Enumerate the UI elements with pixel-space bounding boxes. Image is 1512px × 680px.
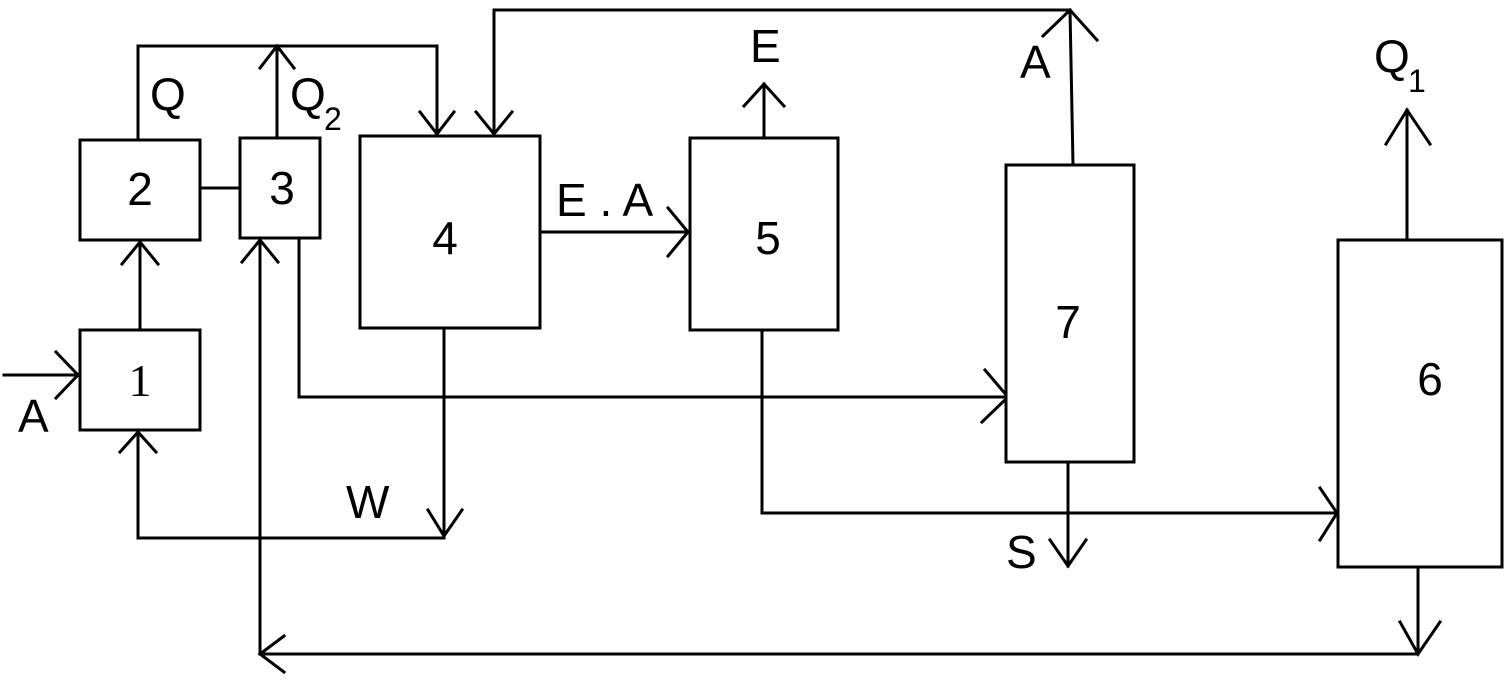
block-6-box [1336, 238, 1504, 569]
arrowhead-into-4-left [417, 109, 457, 137]
block-1-label: 1 [129, 355, 152, 406]
arrowhead-a-top [1040, 7, 1100, 43]
line-5-to-6 [760, 328, 1339, 515]
block-3-label: 3 [269, 162, 295, 214]
arrowhead-into-4-right [473, 109, 515, 137]
label-ea: E . A [556, 174, 653, 226]
arrowhead-1-to-2 [119, 239, 161, 267]
block-7-label: 7 [1055, 296, 1081, 348]
line-a-recycle [492, 8, 1075, 167]
block-6: 6 [1336, 238, 1504, 569]
label-s: S [1006, 526, 1037, 578]
block-2-box [78, 138, 202, 242]
block-7: 7 [1004, 163, 1136, 464]
block-5-label: 5 [755, 212, 781, 264]
block-3: 3 [238, 136, 322, 240]
arrowhead-s [1047, 537, 1089, 569]
block-3-box [238, 136, 322, 240]
label-w: W [346, 476, 390, 528]
label-e: E [750, 20, 781, 72]
label-q2-subscript: 2 [324, 101, 342, 137]
arrowhead-q1 [1383, 107, 1433, 147]
label-input-a: A [18, 390, 49, 442]
label-q: Q [150, 68, 186, 120]
arrowhead-6-bottom [1397, 619, 1443, 657]
block-1: 1 [78, 328, 202, 432]
block-6-label: 6 [1417, 353, 1443, 405]
block-4-label: 4 [432, 212, 458, 264]
block-2-label: 2 [127, 163, 153, 215]
block-5: 5 [688, 136, 840, 332]
line-3-to-7 [297, 236, 1010, 399]
block-2: 2 [78, 138, 202, 242]
block-4-box [358, 134, 542, 330]
block-5-box [688, 136, 840, 332]
arrowhead-w [425, 507, 465, 539]
arrowhead-into-3 [239, 237, 281, 265]
line-w-return-to-1 [136, 430, 446, 540]
label-q2: Q [290, 68, 326, 120]
label-q1-subscript: 1 [1408, 63, 1426, 99]
block-7-box [1004, 163, 1136, 464]
arrowhead-into-1 [117, 429, 159, 455]
label-q1: Q [1374, 30, 1410, 82]
arrowhead-e [741, 81, 787, 109]
flow-labels: A Q Q 2 E A Q 1 E . A W S [18, 20, 1426, 578]
block-1-box [78, 328, 202, 432]
line-q-2-to-4 [136, 44, 439, 140]
label-a-top: A [1020, 36, 1051, 88]
flow-lines [2, 7, 1443, 675]
block-4: 4 [358, 134, 542, 330]
arrowhead-into-5 [665, 205, 690, 259]
input-a-arrowhead [53, 349, 81, 401]
arrowhead-q2 [257, 43, 297, 71]
